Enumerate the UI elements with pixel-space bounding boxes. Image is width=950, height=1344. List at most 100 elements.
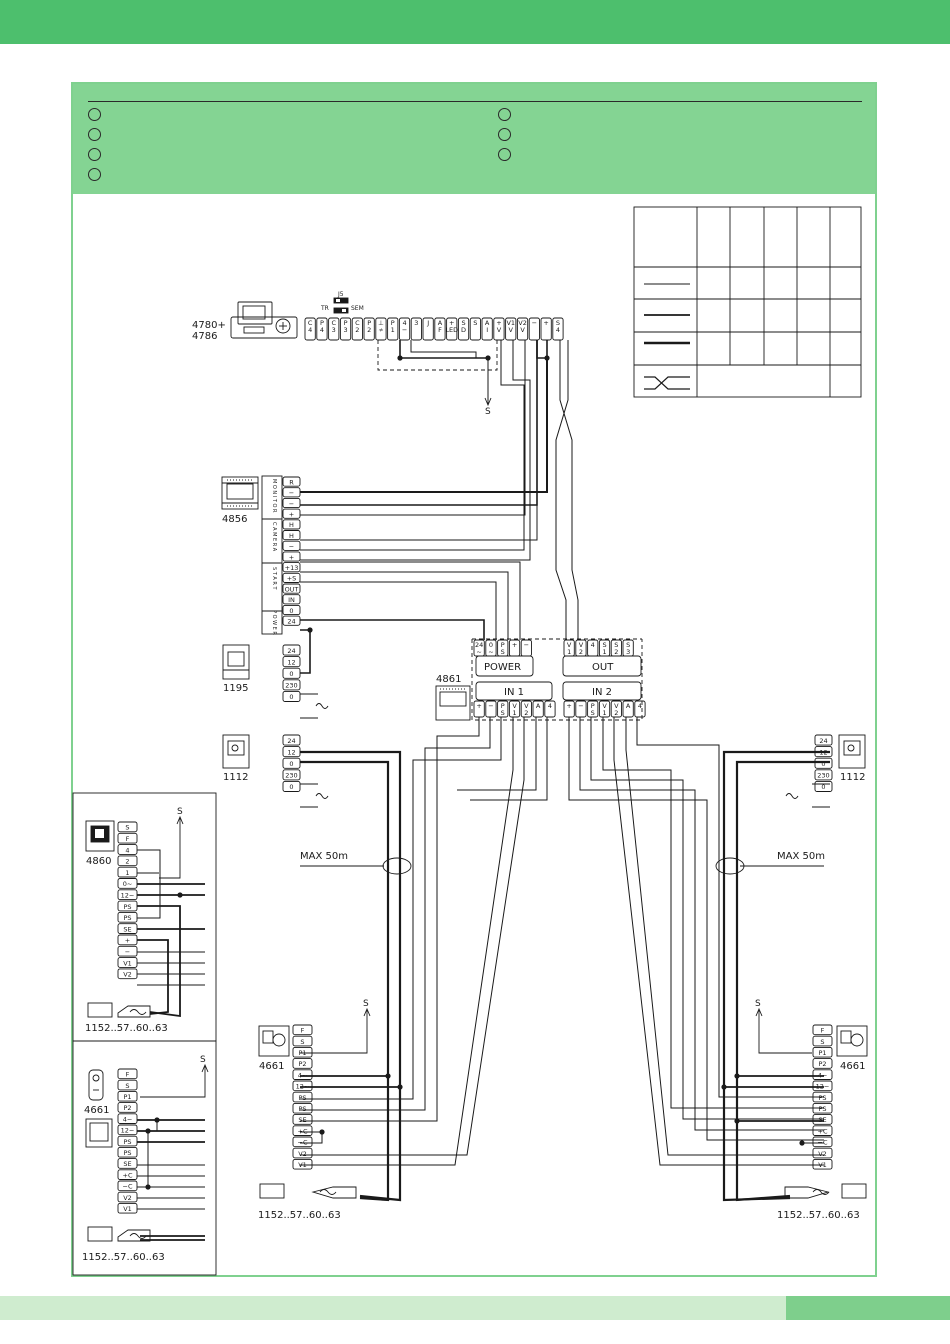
label-s-4661-panel: S bbox=[200, 1055, 206, 1065]
monitor-4780-icon bbox=[230, 301, 298, 339]
main-terminal-label: V bbox=[497, 326, 502, 334]
terminal-4661-right-box bbox=[812, 1125, 833, 1136]
terminal-1112-right-label: 0 bbox=[821, 783, 825, 791]
wire bbox=[399, 340, 488, 359]
terminal-out-label: S bbox=[614, 641, 618, 649]
terminal-4856-label: + bbox=[289, 553, 294, 561]
label-s-4860: S bbox=[177, 807, 183, 817]
terminal-1112-left-label: 0 bbox=[289, 760, 293, 768]
junction-dot bbox=[145, 1184, 151, 1190]
terminal-4661-right-box bbox=[812, 1147, 833, 1159]
terminal-power-label: S bbox=[501, 648, 505, 656]
terminal-4661-right-box bbox=[812, 1024, 833, 1036]
group-label-start: S T A R T bbox=[271, 567, 277, 590]
terminal-1195-label: 0 bbox=[289, 693, 293, 701]
legend-circle-6 bbox=[498, 128, 511, 141]
terminal-4661-panel-label: PS bbox=[123, 1138, 131, 1146]
main-terminal-box bbox=[339, 317, 352, 341]
terminal-4661-right-label: P2 bbox=[818, 1060, 826, 1068]
terminal-4860-label: PS bbox=[123, 903, 131, 911]
main-terminal-box bbox=[422, 317, 434, 341]
terminal-4661-right-label: S bbox=[820, 1038, 824, 1046]
terminal-in2-label: + bbox=[566, 702, 571, 710]
label-4661-panel: 4661 bbox=[84, 1105, 109, 1116]
terminal-4661-panel-label: +C bbox=[123, 1171, 133, 1179]
terminal-4856-label: − bbox=[289, 500, 294, 508]
main-terminal-box bbox=[375, 317, 387, 341]
wire bbox=[137, 849, 161, 919]
terminal-1112-right-box bbox=[814, 780, 833, 792]
terminal-4661-right-label: V2 bbox=[818, 1150, 827, 1158]
cable-legend-table bbox=[633, 206, 862, 398]
junction-dot bbox=[799, 1140, 805, 1146]
terminal-4661-panel-label: SE bbox=[123, 1160, 131, 1168]
label-1152-right: 1152..57..60..63 bbox=[777, 1210, 860, 1221]
terminal-4661-panel-box bbox=[117, 1068, 138, 1080]
module-4856-icon bbox=[221, 476, 259, 510]
terminal-1112-right-label: 12 bbox=[819, 748, 827, 756]
main-terminal-box bbox=[552, 317, 564, 341]
terminal-4661-right-label: F bbox=[821, 1027, 825, 1035]
label-s-4661-left: S bbox=[363, 999, 369, 1009]
terminal-1195-label: 0 bbox=[289, 670, 293, 678]
main-terminal-box bbox=[387, 317, 399, 341]
main-terminal-label: P bbox=[344, 319, 348, 327]
terminal-4860-box bbox=[117, 855, 138, 867]
label-4861: 4861 bbox=[436, 674, 461, 685]
terminal-4856-box bbox=[282, 572, 301, 583]
wire bbox=[470, 717, 548, 801]
junction-dot bbox=[154, 1117, 160, 1123]
terminal-out-box bbox=[610, 639, 622, 657]
terminal-out-label: V bbox=[579, 641, 584, 649]
terminal-4661-left-box bbox=[292, 1024, 313, 1036]
door-station-4661-right-icon bbox=[836, 1025, 868, 1057]
wire bbox=[300, 571, 509, 640]
legend-circle-1 bbox=[88, 108, 101, 121]
wire bbox=[137, 939, 169, 1015]
door-station-4661-left-icon bbox=[258, 1025, 290, 1057]
terminal-in2-label: 1 bbox=[602, 709, 606, 717]
terminal-in1-label: + bbox=[476, 702, 481, 710]
terminal-out-box bbox=[575, 639, 587, 657]
label-1112-right: 1112 bbox=[840, 772, 865, 783]
label-in1: IN 1 bbox=[504, 687, 524, 698]
main-terminal-box bbox=[446, 317, 458, 341]
terminal-1195-box bbox=[282, 644, 301, 656]
terminal-in2-box bbox=[622, 700, 634, 718]
terminal-out-label: 2 bbox=[579, 648, 583, 656]
door-station-4860-icon bbox=[85, 820, 115, 852]
label-1195: 1195 bbox=[223, 683, 248, 694]
label-4860: 4860 bbox=[86, 856, 111, 867]
wire bbox=[300, 340, 531, 561]
junction-dot bbox=[385, 1073, 391, 1079]
terminal-4661-panel-label: V2 bbox=[123, 1194, 132, 1202]
main-terminal-box bbox=[493, 317, 505, 341]
label-j5: J5 bbox=[337, 291, 344, 298]
legend-circle-3 bbox=[88, 148, 101, 161]
terminal-in1-label: V bbox=[524, 702, 529, 710]
label-4856: 4856 bbox=[222, 514, 247, 525]
main-terminal-label: + bbox=[543, 319, 548, 327]
label-tr: TR bbox=[320, 305, 329, 312]
junction-dot bbox=[734, 1118, 740, 1124]
terminal-strip-1195 bbox=[282, 644, 301, 702]
terminal-4661-left-label: −C bbox=[298, 1139, 308, 1147]
terminal-1195-label: 24 bbox=[287, 647, 295, 655]
terminal-out-label: S bbox=[602, 641, 606, 649]
terminal-4856-box bbox=[282, 562, 301, 573]
terminal-1112-left-box bbox=[282, 769, 301, 781]
terminal-4661-right-label: 4~ bbox=[818, 1071, 828, 1079]
terminal-in1-box bbox=[532, 700, 544, 718]
terminal-in1-box bbox=[544, 700, 556, 718]
terminal-strip-4661-panel bbox=[117, 1068, 138, 1214]
terminal-in2-box bbox=[634, 700, 646, 718]
terminal-4860-label: S bbox=[125, 824, 129, 832]
legend-circle-5 bbox=[498, 108, 511, 121]
camera-1152-panel-b-icon bbox=[87, 1226, 151, 1242]
terminal-4661-right-box bbox=[812, 1035, 833, 1047]
terminal-4661-left-label: P1 bbox=[298, 1049, 306, 1057]
terminal-4856-box bbox=[282, 551, 301, 562]
terminal-in1-label: 1 bbox=[512, 709, 516, 717]
terminal-4661-left-label: SE bbox=[298, 1116, 306, 1124]
terminal-4856-label: 0 bbox=[289, 607, 293, 615]
